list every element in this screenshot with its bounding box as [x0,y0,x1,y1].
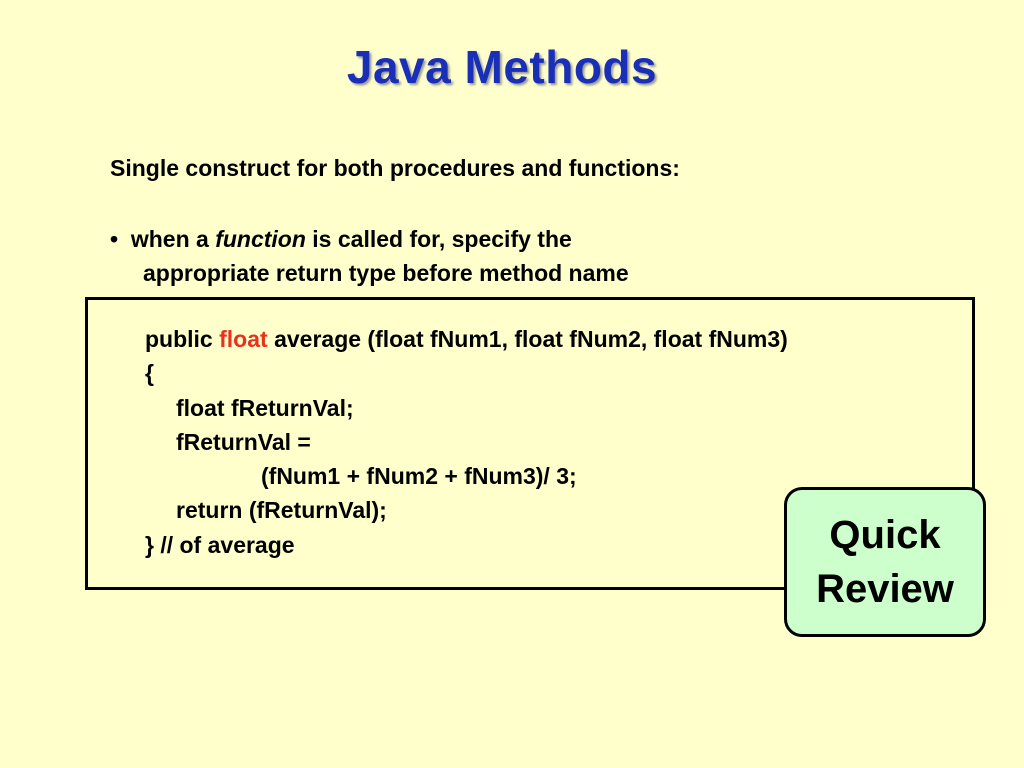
code-line-signature: public float average (float fNum1, float… [145,326,788,352]
code-line-assignment: fReturnVal = [176,428,311,455]
return-type-highlight: float [219,326,268,352]
code-line-close-brace: } // of average [145,531,295,558]
bullet-marker: • [110,226,119,252]
code-box: public float average (float fNum1, float… [85,297,975,590]
code-line-expression: (fNum1 + fNum2 + fNum3)/ 3; [261,463,577,490]
bullet-prefix: when a [130,226,216,252]
bullet-emphasis: function [215,226,306,252]
code-line-declaration: float fReturnVal; [176,394,354,421]
bullet-continuation: appropriate return type before method na… [143,260,629,286]
bullet-point: • when a function is called for, specify… [110,222,629,290]
code-line-return: return (fReturnVal); [176,497,387,524]
intro-text: Single construct for both procedures and… [110,155,680,181]
badge-line-1: Quick [829,513,941,557]
slide-title: Java Methods [346,41,658,93]
badge-line-2: Review [816,567,954,611]
code-block: public float average (float fNum1, float… [145,322,788,562]
quick-review-badge: Quick Review [784,487,986,637]
code-line-open-brace: { [145,360,154,387]
bullet-suffix: is called for, specify the [305,226,572,252]
